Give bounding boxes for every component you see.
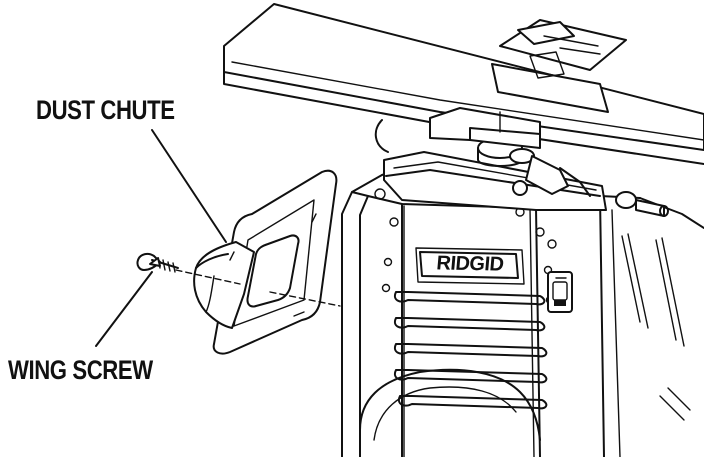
wing-screw-leader-line bbox=[95, 271, 153, 347]
ridgid-logo bbox=[415, 247, 525, 285]
power-switch bbox=[547, 271, 573, 313]
wing-screw bbox=[136, 252, 179, 273]
dust-chute bbox=[175, 169, 341, 355]
cabinet-stand bbox=[341, 157, 704, 458]
front-panel-slots bbox=[381, 205, 555, 458]
jointer-table bbox=[223, 3, 704, 165]
dust-chute-label: DUST CHUTE bbox=[36, 95, 175, 125]
wing-screw-label: WING SCREW bbox=[8, 355, 153, 385]
dust-chute-leader-line bbox=[151, 129, 227, 243]
ridgid-logo-text: RIDGID bbox=[435, 252, 505, 276]
